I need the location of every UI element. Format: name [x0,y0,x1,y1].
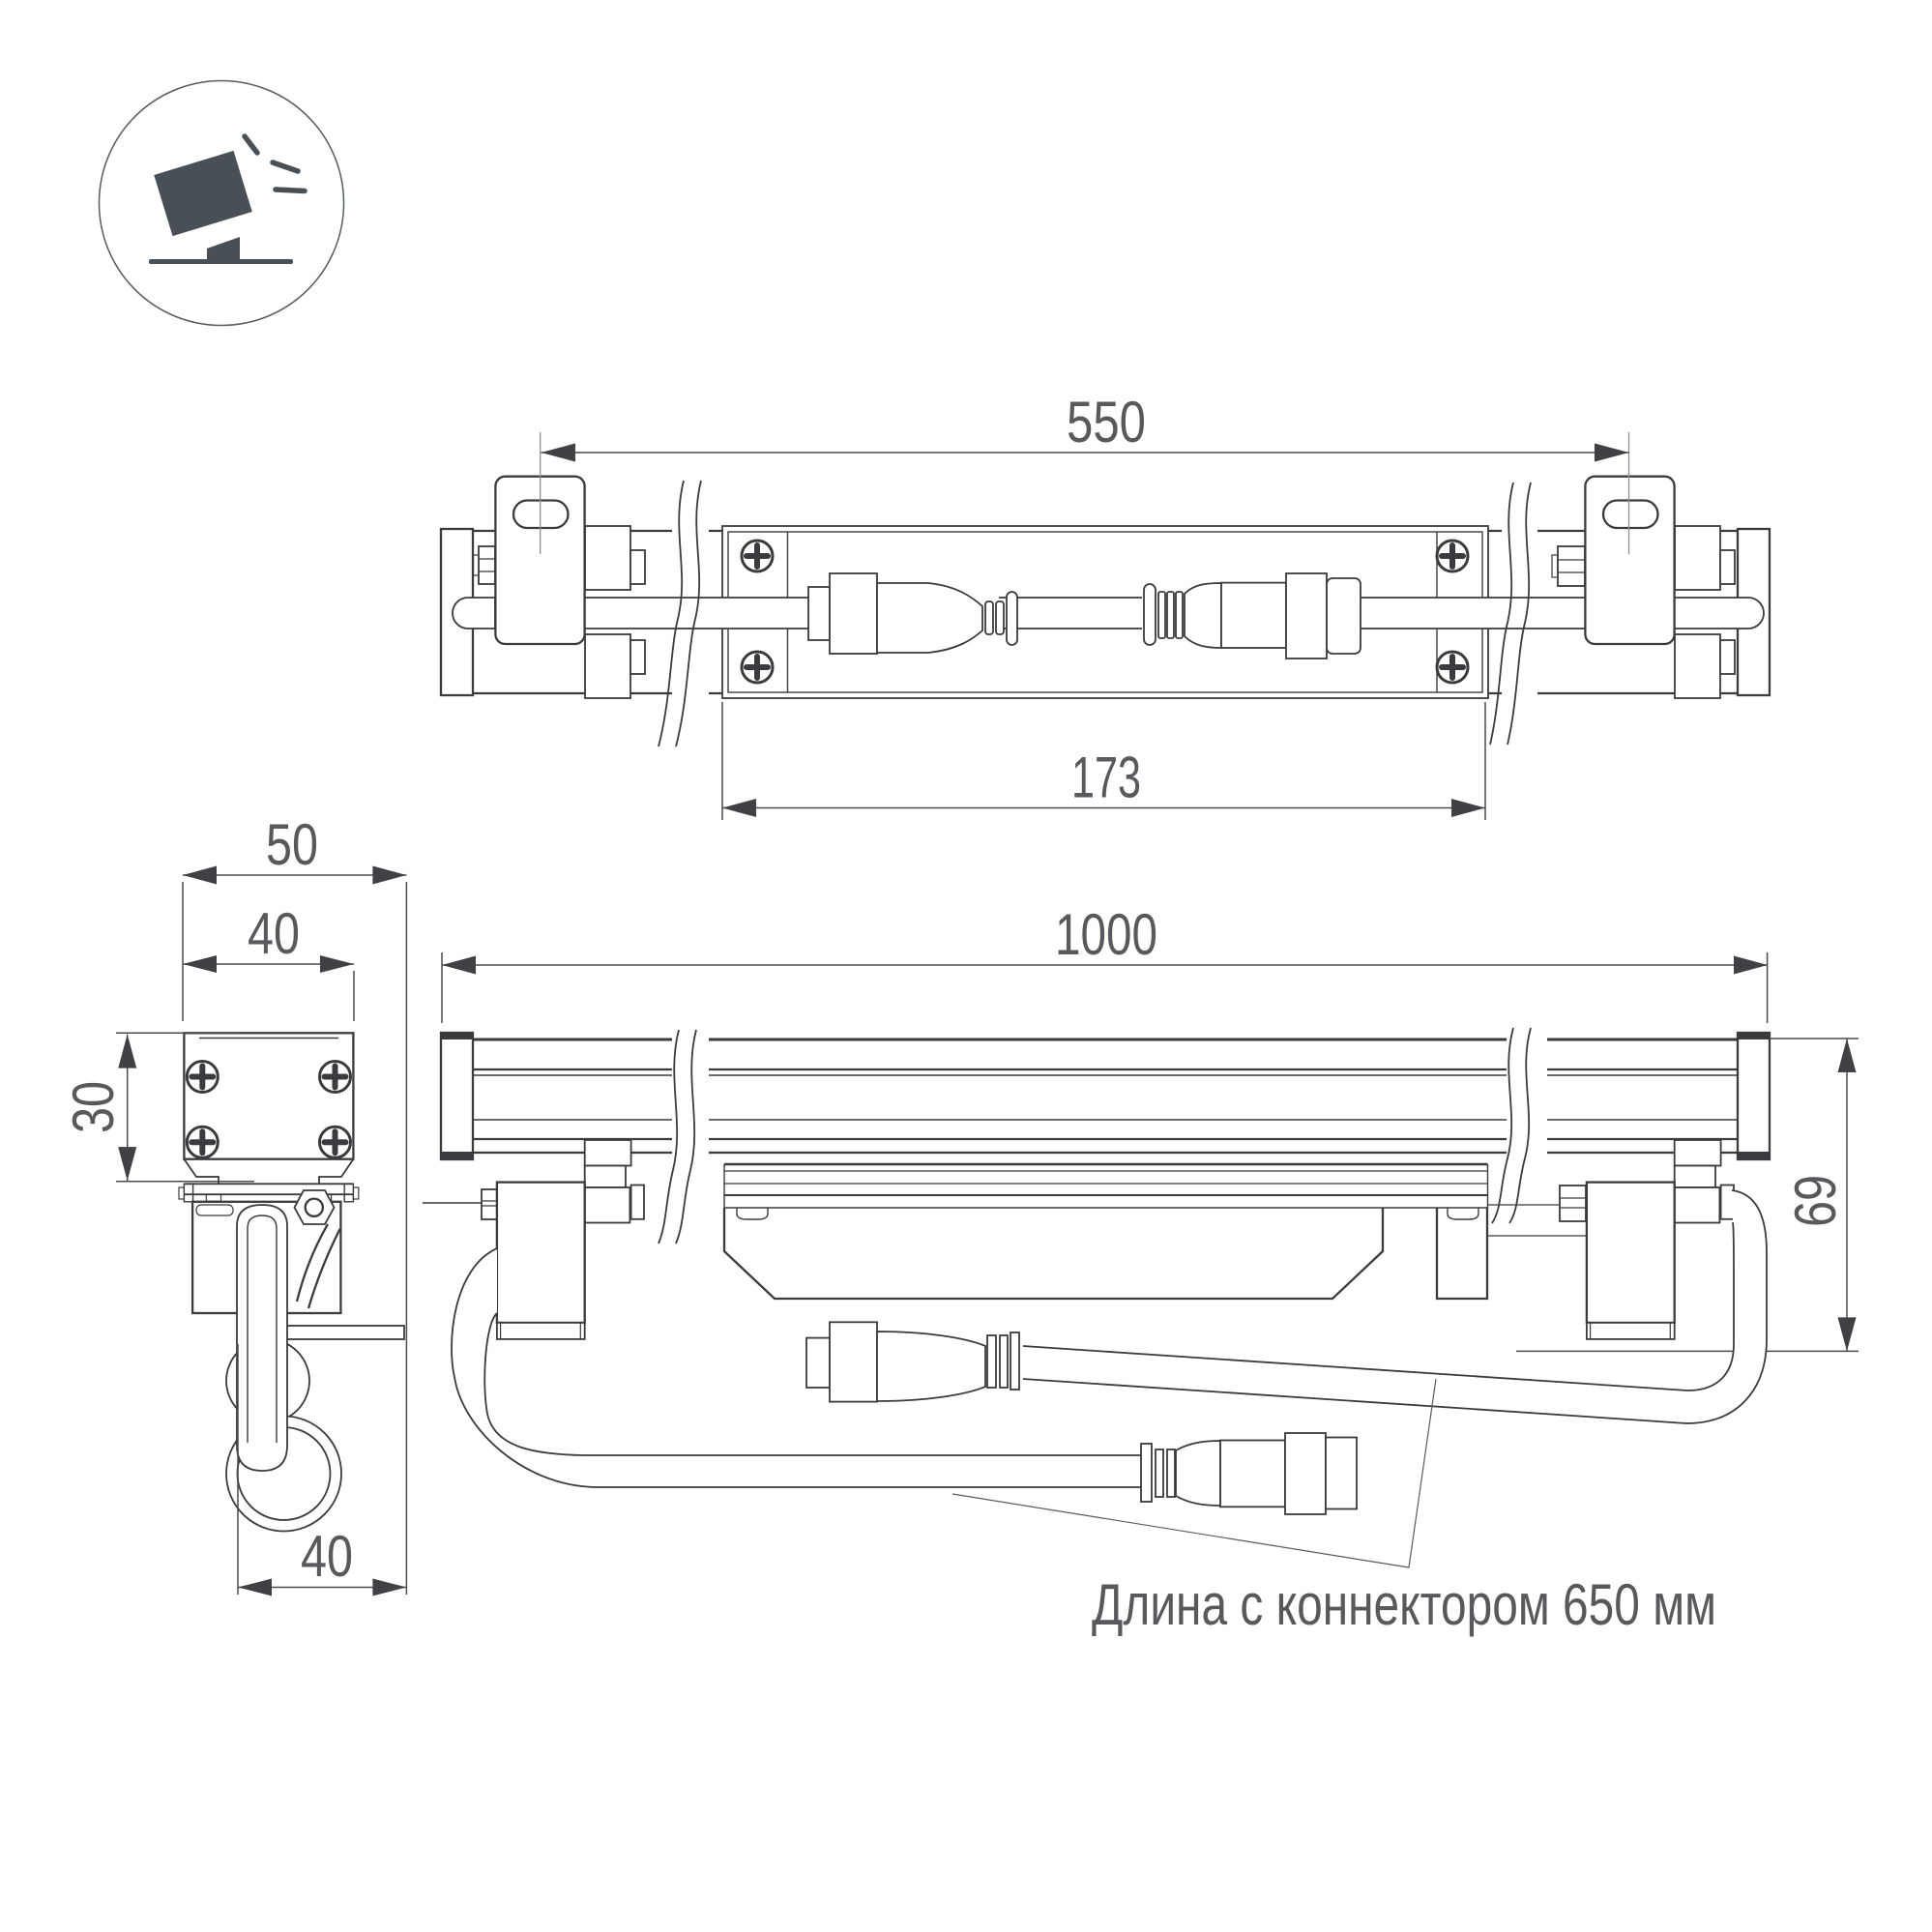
svg-text:40: 40 [301,1524,353,1589]
svg-text:550: 550 [1067,390,1146,454]
svg-text:Длина с коннектором 650 мм: Длина с коннектором 650 мм [1092,1572,1716,1637]
svg-text:30: 30 [61,1081,126,1133]
svg-text:1000: 1000 [1055,902,1157,967]
svg-text:40: 40 [248,901,300,966]
svg-text:69: 69 [1783,1175,1848,1227]
svg-text:173: 173 [1071,746,1141,810]
svg-text:50: 50 [266,812,318,877]
